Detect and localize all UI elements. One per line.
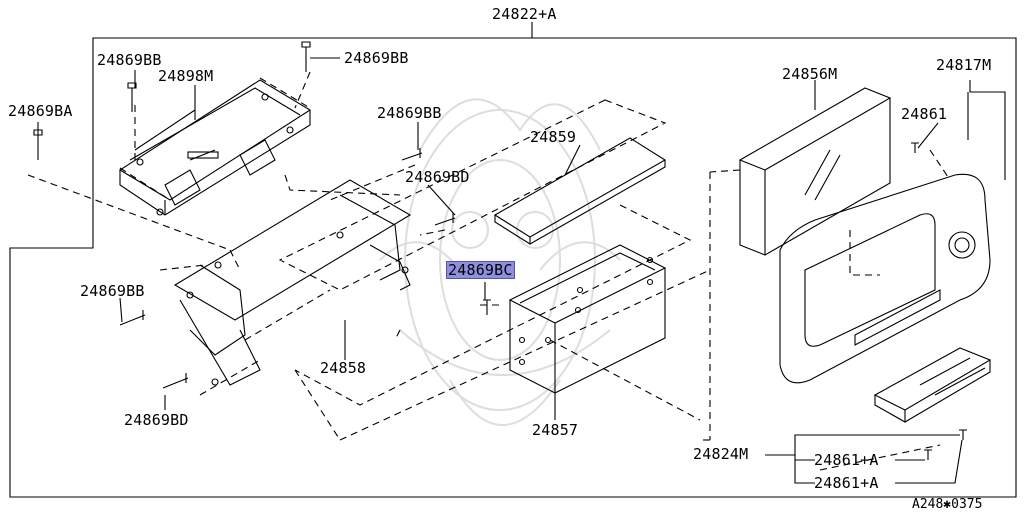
part-24898M	[118, 79, 312, 216]
label-24861-a-lower[interactable]: 24861+A	[814, 474, 879, 492]
screws	[33, 41, 967, 460]
label-24859[interactable]: 24859	[530, 128, 577, 146]
label-24856m[interactable]: 24856M	[782, 65, 838, 83]
label-24869ba[interactable]: 24869BA	[8, 102, 73, 120]
label-24817m[interactable]: 24817M	[936, 56, 992, 74]
label-24869bb-middle[interactable]: 24869BB	[377, 104, 442, 122]
label-24857[interactable]: 24857	[532, 421, 579, 439]
part-24858	[173, 179, 412, 386]
leader-lines	[37, 57, 1006, 484]
label-24898m[interactable]: 24898M	[158, 67, 214, 85]
frame-outline	[9, 37, 1017, 498]
label-24861[interactable]: 24861	[901, 105, 948, 123]
label-24869bc[interactable]: 24869BC	[446, 261, 515, 279]
part-24859	[493, 137, 667, 245]
label-24869bd-bottom[interactable]: 24869BD	[124, 411, 189, 429]
label-24869bd-middle[interactable]: 24869BD	[405, 168, 470, 186]
watermark-emblem	[379, 98, 621, 426]
diagram-code: A248✱0375	[912, 497, 983, 512]
label-24869bb-top[interactable]: 24869BB	[344, 49, 409, 67]
part-24824M	[873, 347, 992, 423]
part-24857	[508, 244, 667, 394]
label-24858[interactable]: 24858	[320, 359, 367, 377]
part-24817M	[779, 173, 991, 384]
label-24824m[interactable]: 24824M	[693, 445, 749, 463]
label-24869bb-left[interactable]: 24869BB	[80, 282, 145, 300]
label-24822-a[interactable]: 24822+A	[492, 5, 557, 23]
part-24856M	[738, 87, 892, 256]
label-24861-a-upper[interactable]: 24861+A	[814, 451, 879, 469]
label-24869bb-top-left[interactable]: 24869BB	[97, 51, 162, 69]
